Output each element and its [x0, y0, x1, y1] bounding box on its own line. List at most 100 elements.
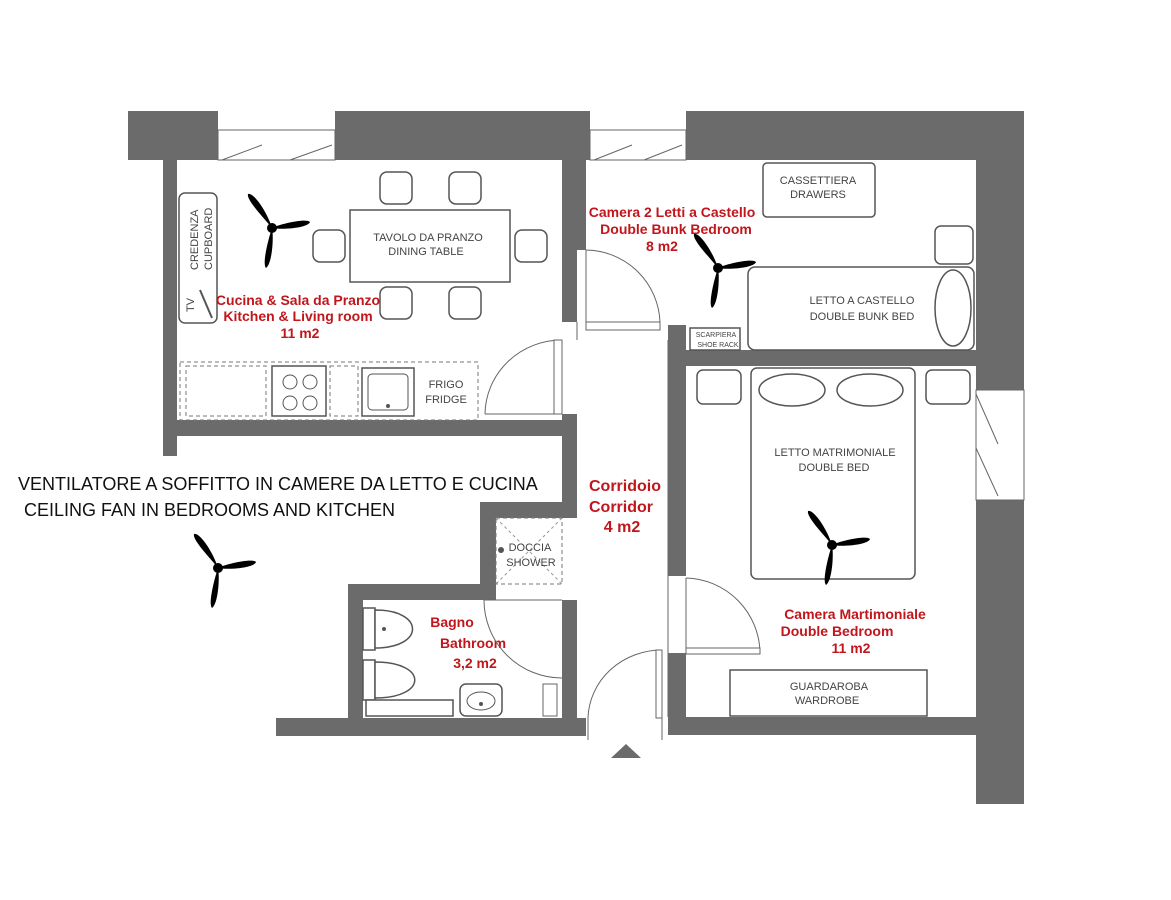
top-wall-left — [128, 111, 218, 160]
kitchen-area: 11 m2 — [281, 325, 320, 341]
pillow — [836, 373, 904, 407]
bunk-room-door — [585, 249, 661, 331]
master-left-wall-low — [668, 653, 686, 719]
ceiling-fan-icon — [193, 533, 256, 608]
cupboard — [178, 192, 218, 324]
nightstand — [934, 225, 974, 265]
shoe-rack — [689, 327, 741, 351]
wardrobe — [729, 669, 928, 717]
bottom-wall-left — [276, 718, 586, 736]
bathroom-name-it: Bagno — [430, 614, 474, 630]
bathroom-door — [483, 599, 563, 717]
corridor-name-it: Corridoio — [589, 478, 661, 495]
kitchen-corridor-wall-lower — [562, 414, 577, 436]
counter-cabinet — [329, 365, 359, 417]
left-wall — [163, 160, 177, 456]
shower-label-it: DOCCIA — [509, 542, 552, 554]
dining-table — [349, 209, 511, 283]
top-wall-middle — [335, 111, 590, 160]
washbasin-icon — [459, 683, 503, 717]
master-bedroom: LETTO MATRIMONIALE DOUBLE BED Camera Mar… — [685, 367, 971, 717]
bunk-room-window — [589, 129, 687, 161]
stove-icon — [271, 365, 327, 417]
bathroom-name-en: Bathroom — [440, 635, 506, 651]
radiator — [365, 699, 454, 717]
master-area: 11 m2 — [832, 640, 871, 656]
drawers-label-en: DRAWERS — [790, 189, 846, 201]
wardrobe-label-en: WARDROBE — [795, 695, 859, 707]
entrance-door — [587, 649, 663, 740]
kitchen-corridor-wall — [562, 160, 577, 322]
kitchen-bottom-wall — [163, 420, 577, 436]
bunk-corridor-wall — [576, 160, 586, 250]
shower-wall-top — [480, 502, 577, 518]
cupboard-label-en: CUPBOARD — [203, 208, 215, 270]
ceiling-fan-note-english: CEILING FAN IN BEDROOMS AND KITCHEN — [24, 500, 396, 520]
master-room-door — [685, 577, 761, 655]
entrance-arrow-icon — [611, 744, 641, 758]
bath-top-wall — [348, 584, 496, 600]
bathroom-area: 3,2 m2 — [453, 655, 497, 671]
double-bed-label-en: DOUBLE BED — [799, 462, 870, 474]
chair — [379, 286, 413, 320]
counter-cabinet — [185, 365, 267, 417]
sink-icon — [361, 367, 415, 417]
double-bed — [750, 367, 916, 580]
drawers-label-it: CASSETTIERA — [780, 175, 857, 187]
ceiling-fan-icon — [693, 233, 756, 308]
nightstand — [696, 369, 742, 405]
pillow — [758, 373, 826, 407]
corridor: Corridoio Corridor 4 m2 — [576, 322, 669, 758]
bunk-bed-label-it: LETTO A CASTELLO — [810, 295, 915, 307]
chair — [312, 229, 346, 263]
bunk-name-it: Camera 2 Letti a Castello — [589, 204, 756, 220]
shoe-rack-label-en: SHOE RACK — [697, 342, 739, 349]
shower-wall-left — [480, 502, 496, 586]
bath-corridor-wall — [562, 600, 577, 720]
walls — [128, 111, 1024, 804]
bunk-bed — [747, 266, 975, 351]
kitchen-name-it: Cucina & Sala da Pranzo — [216, 292, 380, 308]
bidet-icon — [362, 607, 414, 651]
shoe-rack-label-it: SCARPIERA — [696, 332, 737, 339]
fridge-label-en: FRIDGE — [425, 394, 467, 406]
wardrobe-label-it: GUARDAROBA — [790, 681, 869, 693]
bunk-bed-label-en: DOUBLE BUNK BED — [810, 311, 915, 323]
drawers — [762, 162, 876, 218]
master-name-en: Double Bedroom — [781, 623, 894, 639]
master-left-wall — [668, 366, 686, 576]
bottom-wall-right — [668, 717, 978, 735]
bath-left-wall — [348, 584, 363, 720]
kitchen-name-en: Kitchen & Living room — [223, 308, 372, 324]
tv-label: TV — [185, 297, 197, 312]
kitchen: CREDENZA CUPBOARD TV TAVOLO DA PRANZO DI… — [178, 171, 563, 421]
chair — [448, 171, 482, 205]
corridor-wall-pier — [668, 325, 686, 353]
fridge-label-it: FRIGO — [429, 379, 464, 391]
dining-table-label-it: TAVOLO DA PRANZO — [373, 232, 483, 244]
shower-label-en: SHOWER — [506, 557, 556, 569]
nightstand — [925, 369, 971, 405]
chair — [514, 229, 548, 263]
pillow — [934, 269, 972, 347]
cupboard-label-it: CREDENZA — [189, 209, 201, 270]
bunk-bottom-wall — [668, 350, 978, 366]
chair — [448, 286, 482, 320]
toilet-icon — [362, 659, 416, 701]
double-bed-label-it: LETTO MATRIMONIALE — [774, 447, 895, 459]
bunk-area: 8 m2 — [646, 238, 678, 254]
corridor-area: 4 m2 — [604, 519, 641, 536]
kitchen-door — [484, 339, 563, 415]
corridor-left-wall — [562, 436, 577, 502]
shower — [495, 517, 563, 585]
bunk-bedroom: CASSETTIERA DRAWERS LETTO A CASTELLO DOU… — [585, 162, 975, 351]
ceiling-fan-icon — [247, 193, 310, 268]
bathroom: DOCCIA SHOWER Bagno Bathroom 3,2 m2 — [362, 517, 563, 717]
master-room-window — [975, 389, 1025, 501]
dining-table-label-en: DINING TABLE — [388, 246, 463, 258]
chair — [379, 171, 413, 205]
bunk-name-en: Double Bunk Bedroom — [600, 221, 752, 237]
top-wall-right — [686, 111, 1024, 160]
master-name-it: Camera Martimoniale — [784, 606, 926, 622]
